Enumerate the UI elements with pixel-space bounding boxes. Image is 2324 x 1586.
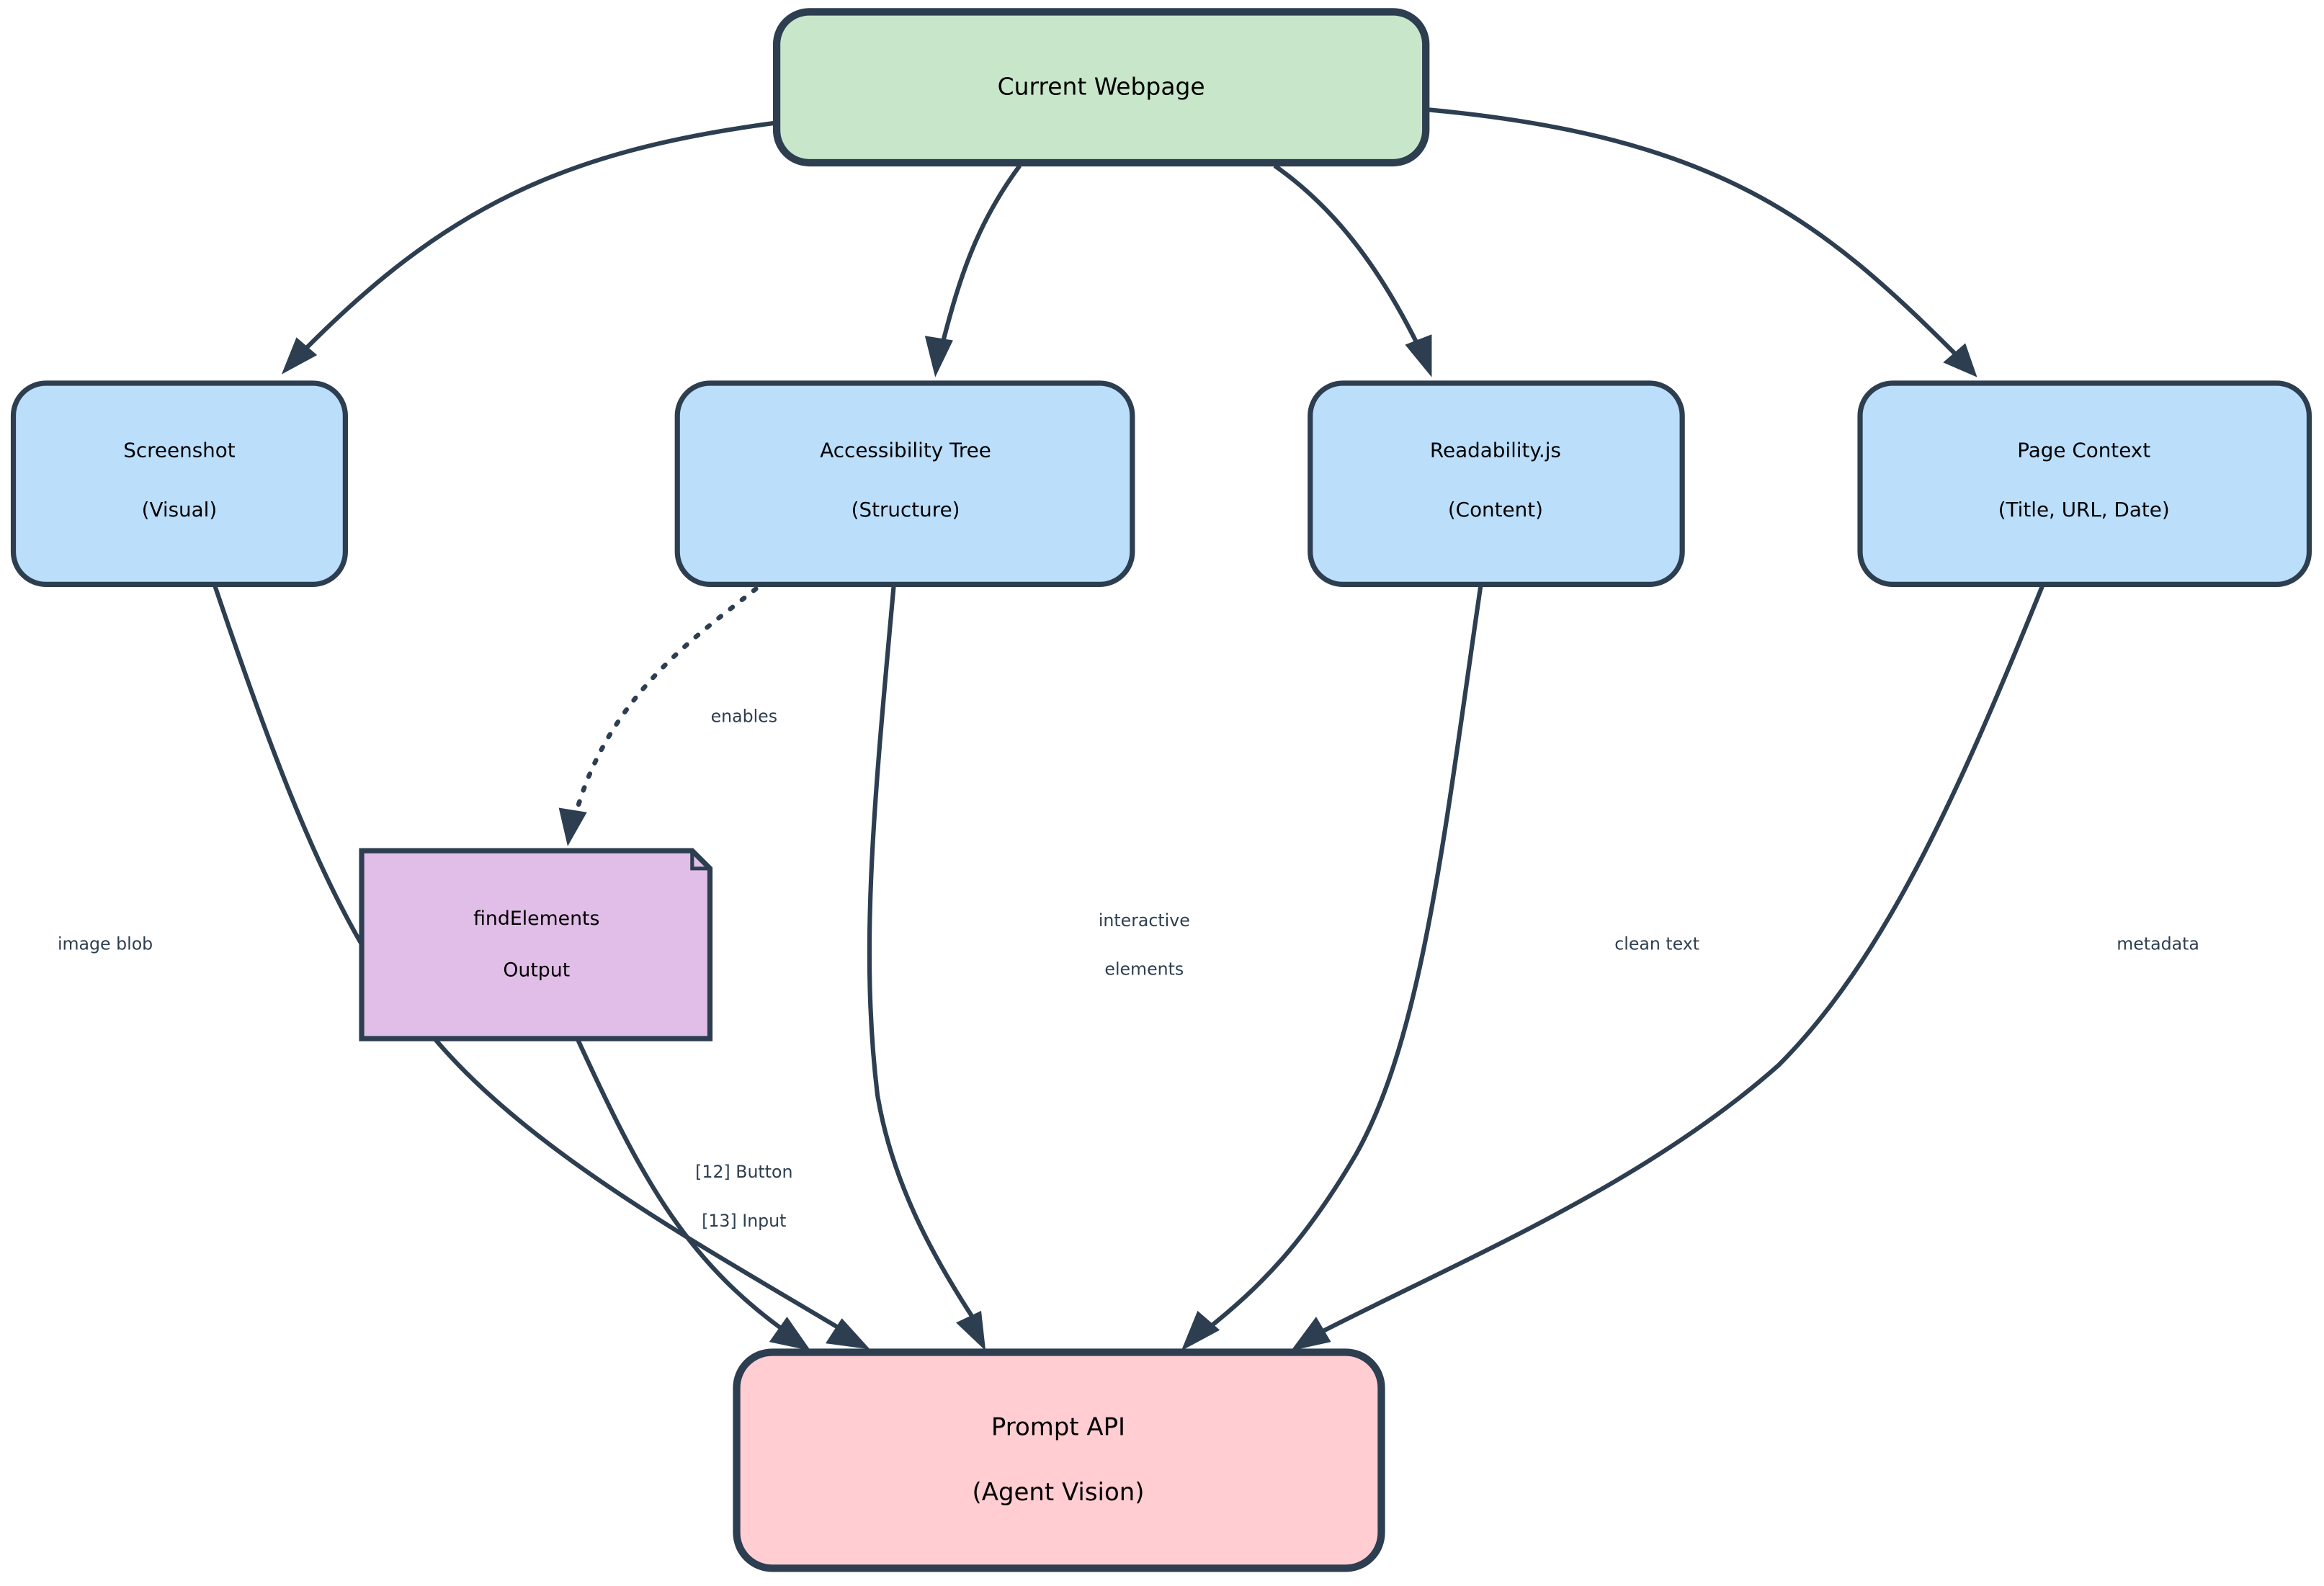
- arrowhead-icon: [281, 337, 318, 375]
- edge-label-interactive-line2: elements: [1104, 959, 1184, 980]
- edge-webpage-to-readability: [1273, 163, 1419, 344]
- edge-label-enables: enables: [711, 706, 777, 726]
- node-accessibility-tree-line2: (Structure): [852, 498, 960, 521]
- edges: [213, 107, 2044, 1351]
- edge-screenshot-to-prompt-api: [213, 585, 846, 1334]
- node-prompt-api: Prompt API (Agent Vision): [733, 1348, 1385, 1572]
- edge-page-context-to-prompt-api: [1320, 585, 2044, 1334]
- edge-label-metadata: metadata: [2117, 934, 2199, 954]
- arrowhead-icon: [1943, 343, 1977, 377]
- node-find-elements-line1: findElements: [473, 908, 599, 930]
- node-readability-line1: Readability.js: [1430, 439, 1561, 462]
- arrowhead-icon: [558, 807, 587, 846]
- arrowhead-icon: [825, 1318, 870, 1350]
- node-current-webpage-label: Current Webpage: [998, 72, 1205, 100]
- node-screenshot-line1: Screenshot: [123, 439, 236, 462]
- edge-webpage-to-page-context: [1425, 107, 1958, 357]
- node-readability-line2: (Content): [1448, 498, 1543, 521]
- node-readability: Readability.js (Content): [1308, 380, 1685, 587]
- node-page-context-line1: Page Context: [2017, 439, 2150, 462]
- node-screenshot-line2: (Visual): [142, 498, 218, 521]
- arrowhead-icon: [1290, 1317, 1331, 1351]
- arrowhead-icon: [1181, 1310, 1220, 1351]
- edge-webpage-to-accessibility-tree: [940, 164, 1022, 344]
- node-accessibility-tree-line1: Accessibility Tree: [820, 439, 991, 462]
- edge-accessibility-tree-to-prompt-api: [867, 586, 975, 1318]
- node-page-context-line2: (Title, URL, Date): [1998, 498, 2170, 521]
- arrowhead-icon: [769, 1317, 811, 1351]
- node-page-context: Page Context (Title, URL, Date): [1857, 380, 2312, 587]
- edge-label-clean-text: clean text: [1614, 934, 1699, 954]
- node-screenshot: Screenshot (Visual): [10, 380, 348, 587]
- edge-find-elements-to-prompt-api: [576, 1039, 787, 1334]
- edge-label-find-elements-line2: [13] Input: [702, 1211, 786, 1231]
- edge-readability-to-prompt-api: [1206, 585, 1483, 1330]
- edge-webpage-to-screenshot: [298, 120, 777, 357]
- edge-labels: enables image blob [12] Button [13] Inpu…: [58, 706, 2199, 1230]
- edge-label-image-blob: image blob: [58, 934, 153, 954]
- arrowhead-icon: [1405, 334, 1432, 377]
- node-find-elements: findElements Output: [359, 848, 713, 1041]
- node-prompt-api-line2: (Agent Vision): [972, 1478, 1144, 1506]
- edge-label-find-elements-line1: [12] Button: [695, 1162, 792, 1182]
- arrowhead-icon: [924, 336, 953, 377]
- note-fold-icon: [690, 851, 710, 871]
- node-find-elements-line2: Output: [503, 959, 570, 982]
- arrowhead-icon: [956, 1310, 986, 1351]
- edge-label-interactive-line1: interactive: [1099, 910, 1190, 931]
- node-current-webpage: Current Webpage: [772, 8, 1430, 167]
- node-prompt-api-line1: Prompt API: [991, 1413, 1125, 1441]
- node-accessibility-tree: Accessibility Tree (Structure): [674, 380, 1135, 587]
- edge-accessibility-tree-to-find-elements: [572, 586, 759, 820]
